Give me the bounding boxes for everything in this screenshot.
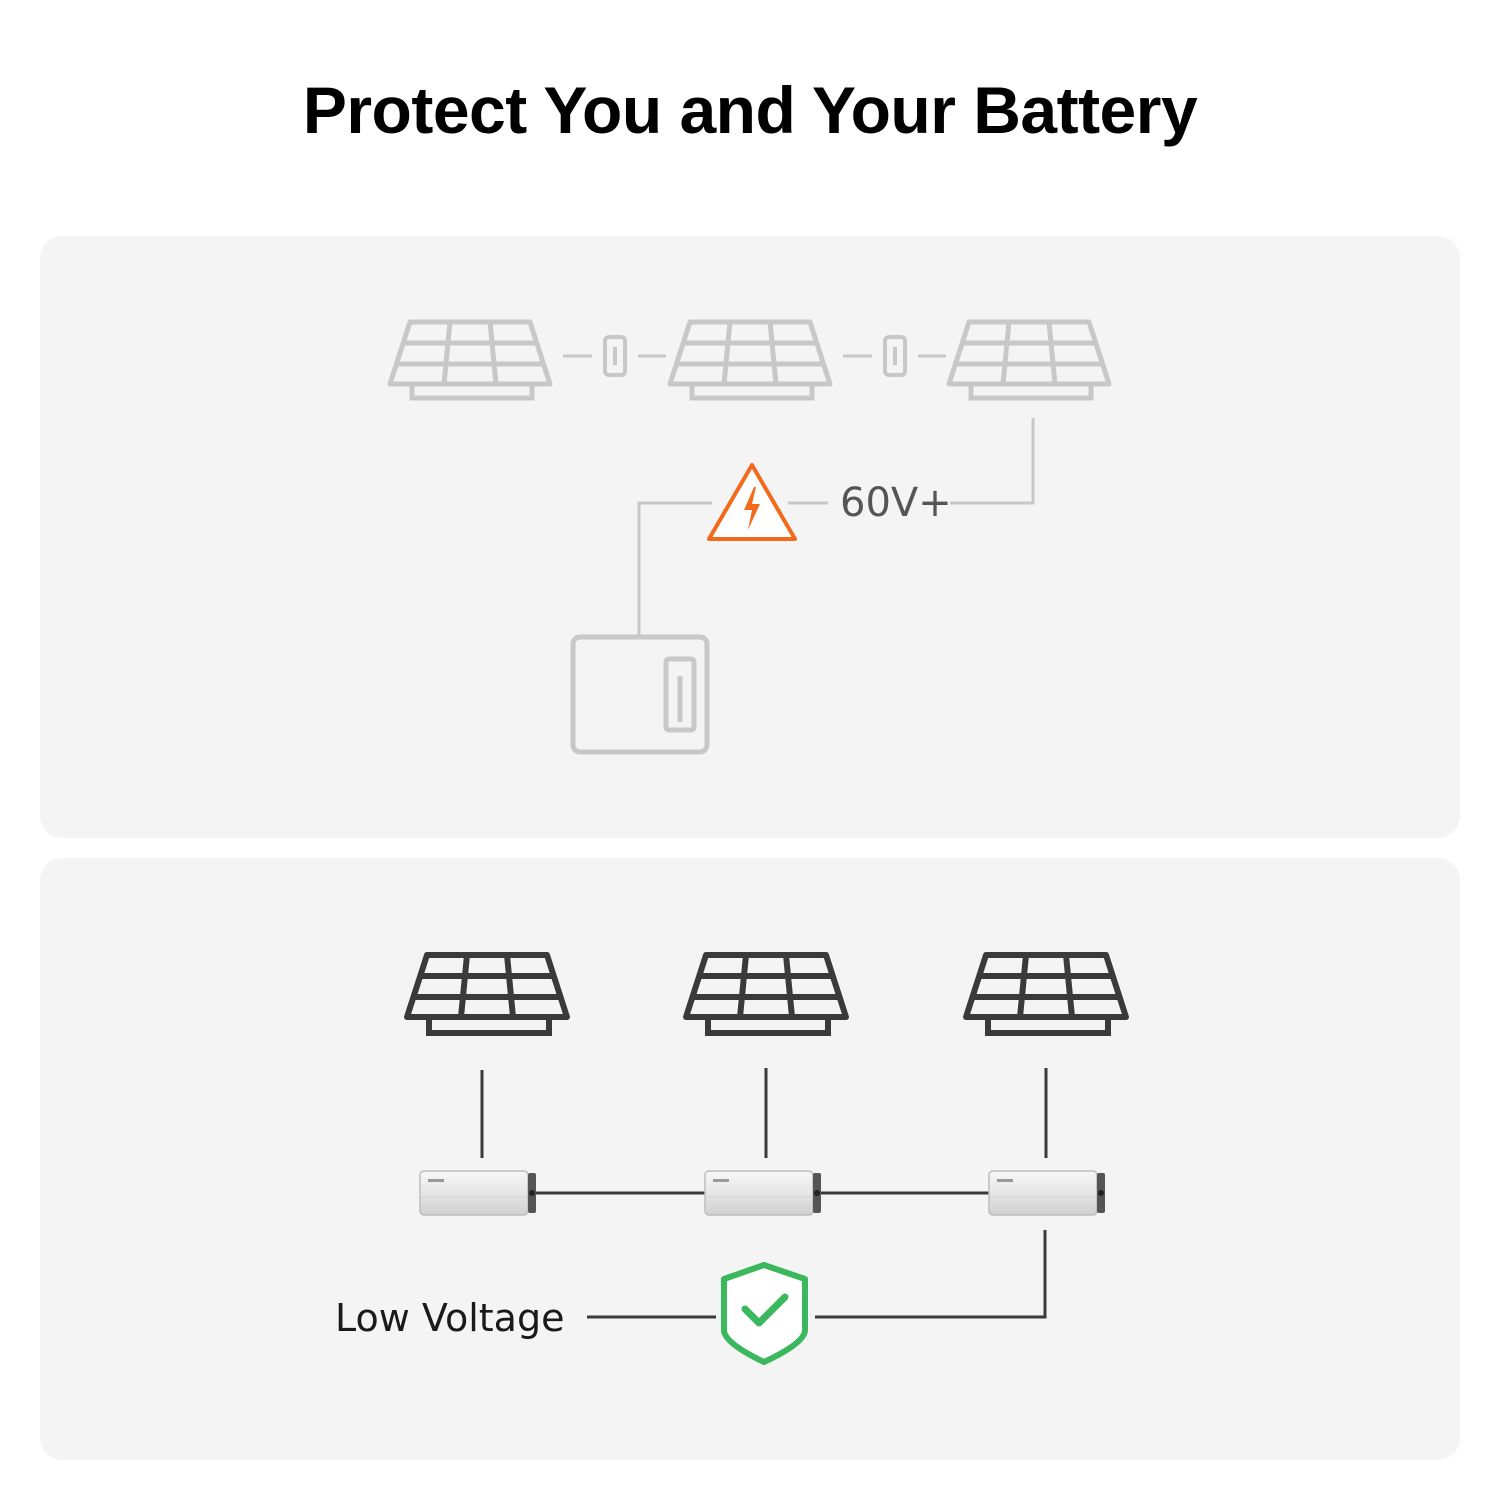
mc4-connector-icon [883,335,907,377]
solar-panel-icon [966,955,1126,1033]
series-connection-panel: 60V+ [40,236,1460,838]
microinverter-icon [419,1170,537,1216]
page-title: Protect You and Your Battery [302,73,1198,147]
high-voltage-warning-icon [707,463,797,541]
microinverter-icon [704,1170,822,1216]
solar-panel-icon [686,955,846,1033]
solar-panel-icon [949,322,1109,398]
solar-panel-icon [670,322,830,398]
microinverter-icon [988,1170,1106,1216]
voltage-label: 60V+ [840,480,952,526]
solar-panel-icon [407,955,567,1033]
power-station-icon [570,634,710,755]
high-voltage-wire [637,418,1035,637]
low-voltage-wire [587,1230,1047,1319]
shield-check-icon [721,1262,808,1365]
low-voltage-label: Low Voltage [335,1296,565,1340]
panel-to-inverter-wire [480,1068,1048,1158]
solar-panel-icon [390,322,550,398]
microinverter-panel: Low Voltage [40,858,1460,1460]
mc4-connector-icon [603,335,627,377]
